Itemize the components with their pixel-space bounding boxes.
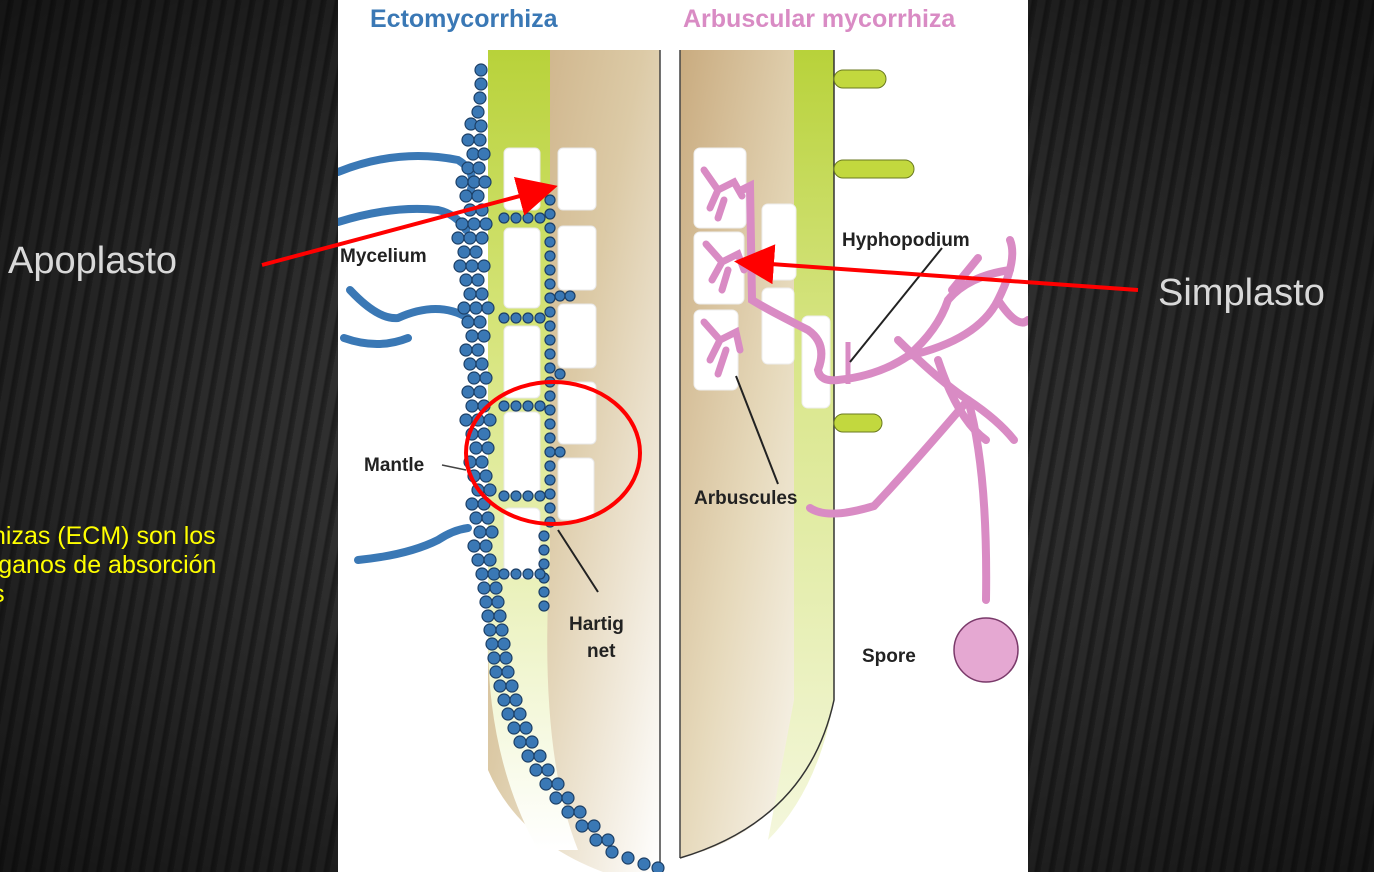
- arbuscules-label: Arbuscules: [694, 488, 797, 509]
- hyphopodium-leader-line: [850, 248, 942, 362]
- mycelium-label: Mycelium: [340, 246, 427, 267]
- ecto-title: Ectomycorrhiza: [370, 5, 559, 33]
- spore-shape: [954, 618, 1018, 682]
- mantle-label: Mantle: [364, 455, 424, 476]
- body-text: hizas (ECM) son los órganos de absorción…: [0, 522, 345, 609]
- simplasto-label: Simplasto: [1158, 272, 1325, 315]
- hyphopodium-label: Hyphopodium: [842, 230, 970, 251]
- am-title: Arbuscular mycorrhiza: [683, 5, 956, 33]
- ecto-mycelium-hyphae: [338, 156, 472, 560]
- mycorrhiza-figure: Ectomycorrhiza Arbuscular mycorrhiza: [338, 0, 1028, 872]
- body-text-line-1: hizas (ECM) son los: [0, 522, 345, 551]
- body-text-line-3: eras: [0, 580, 345, 609]
- mycorrhiza-diagram: Ectomycorrhiza Arbuscular mycorrhiza: [338, 0, 1028, 872]
- body-text-line-2: órganos de absorción: [0, 551, 345, 580]
- hartig-label: Hartig: [569, 614, 624, 635]
- apoplasto-label: Apoplasto: [8, 240, 177, 283]
- mantle-leader-line: [442, 465, 466, 470]
- net-label: net: [587, 641, 616, 662]
- spore-label: Spore: [862, 646, 916, 667]
